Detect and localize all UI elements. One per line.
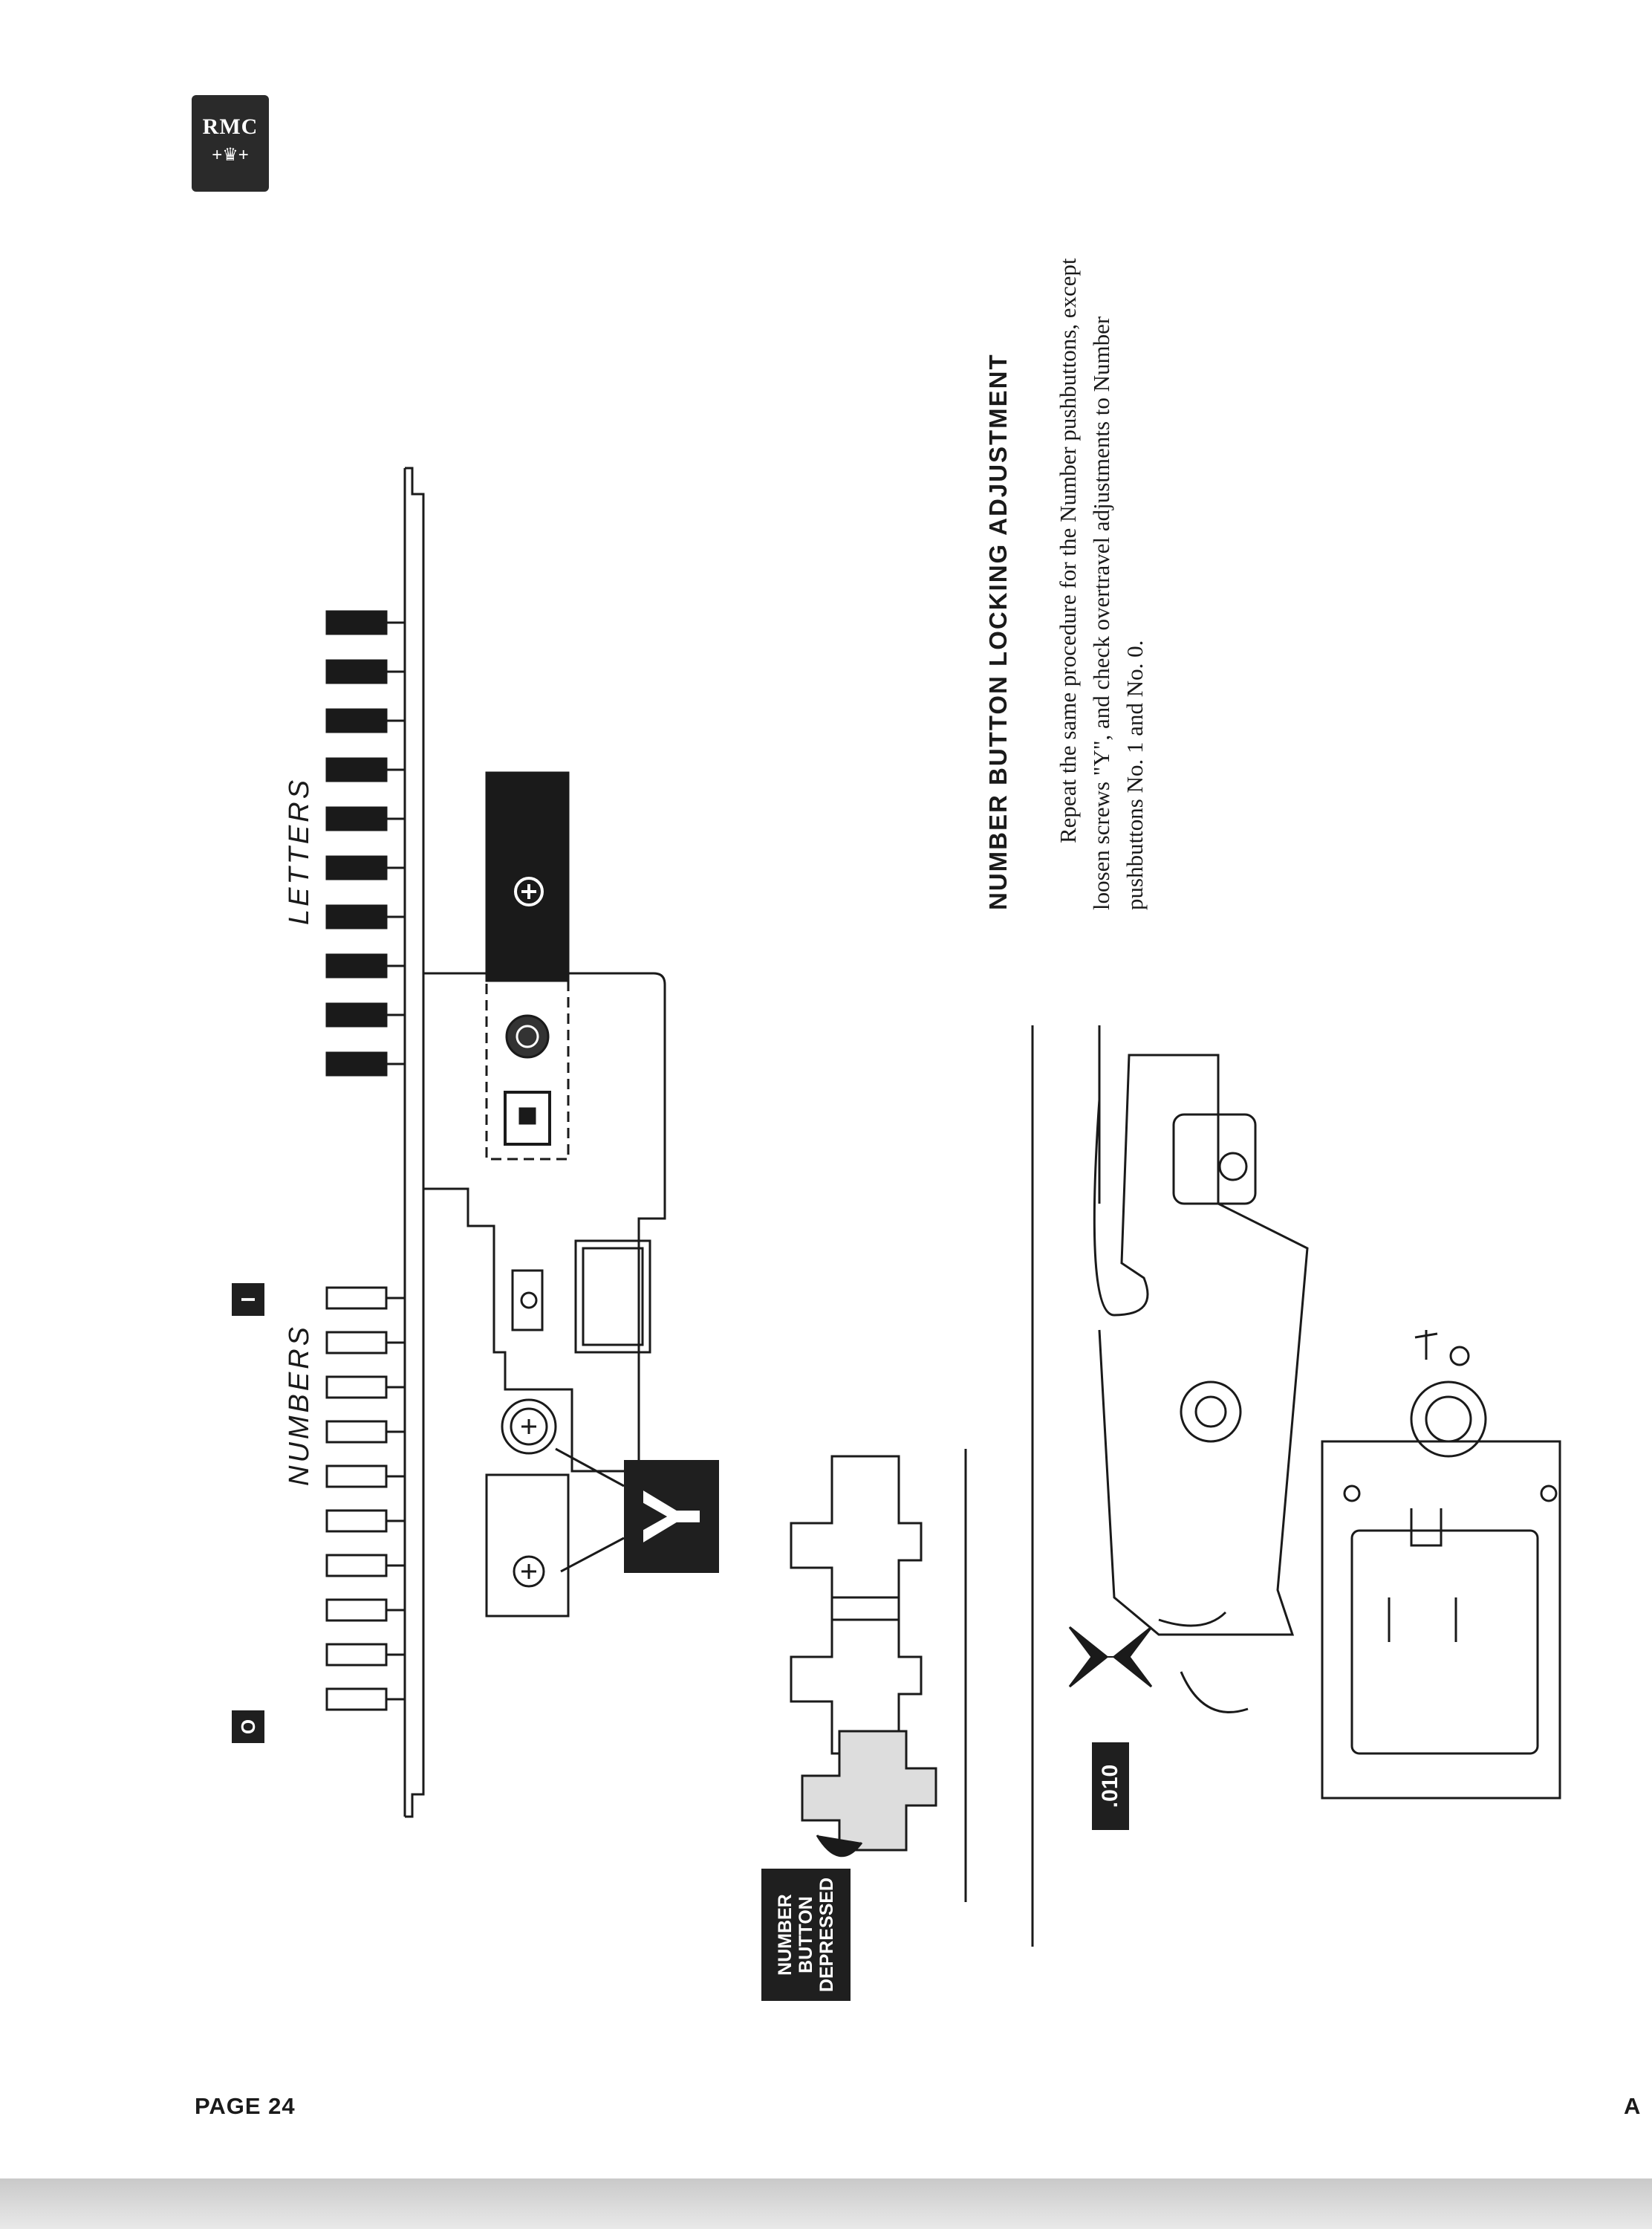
one-badge: I <box>232 1283 264 1316</box>
zero-badge: O <box>232 1710 264 1743</box>
button-rail <box>403 467 425 1818</box>
logo-text: RMC <box>202 114 258 139</box>
crown-icon: +♛+ <box>212 145 249 165</box>
letter-buttons <box>325 610 388 1077</box>
actuator-arm <box>1093 1054 1309 1636</box>
gap-badge: .010 <box>1092 1742 1129 1830</box>
latch-plate <box>423 972 666 1473</box>
solenoid <box>1321 1440 1561 1800</box>
y-screw-badge: Y <box>624 1460 719 1573</box>
page-marker: A <box>1624 2093 1641 2119</box>
letters-label: LETTERS <box>284 776 315 925</box>
frame-line <box>1031 1025 1101 1947</box>
pushbutton-side-view <box>790 1455 937 1858</box>
page-number: PAGE 24 <box>195 2093 296 2119</box>
gap-arrows <box>1068 1626 1153 1688</box>
numbers-label: NUMBERS <box>284 1323 315 1486</box>
rmc-logo: RMC +♛+ <box>192 95 269 192</box>
number-buttons <box>325 1286 405 1711</box>
depressed-badge: NUMBER BUTTON DEPRESSED <box>761 1869 851 2001</box>
scan-edge <box>0 2178 1652 2229</box>
